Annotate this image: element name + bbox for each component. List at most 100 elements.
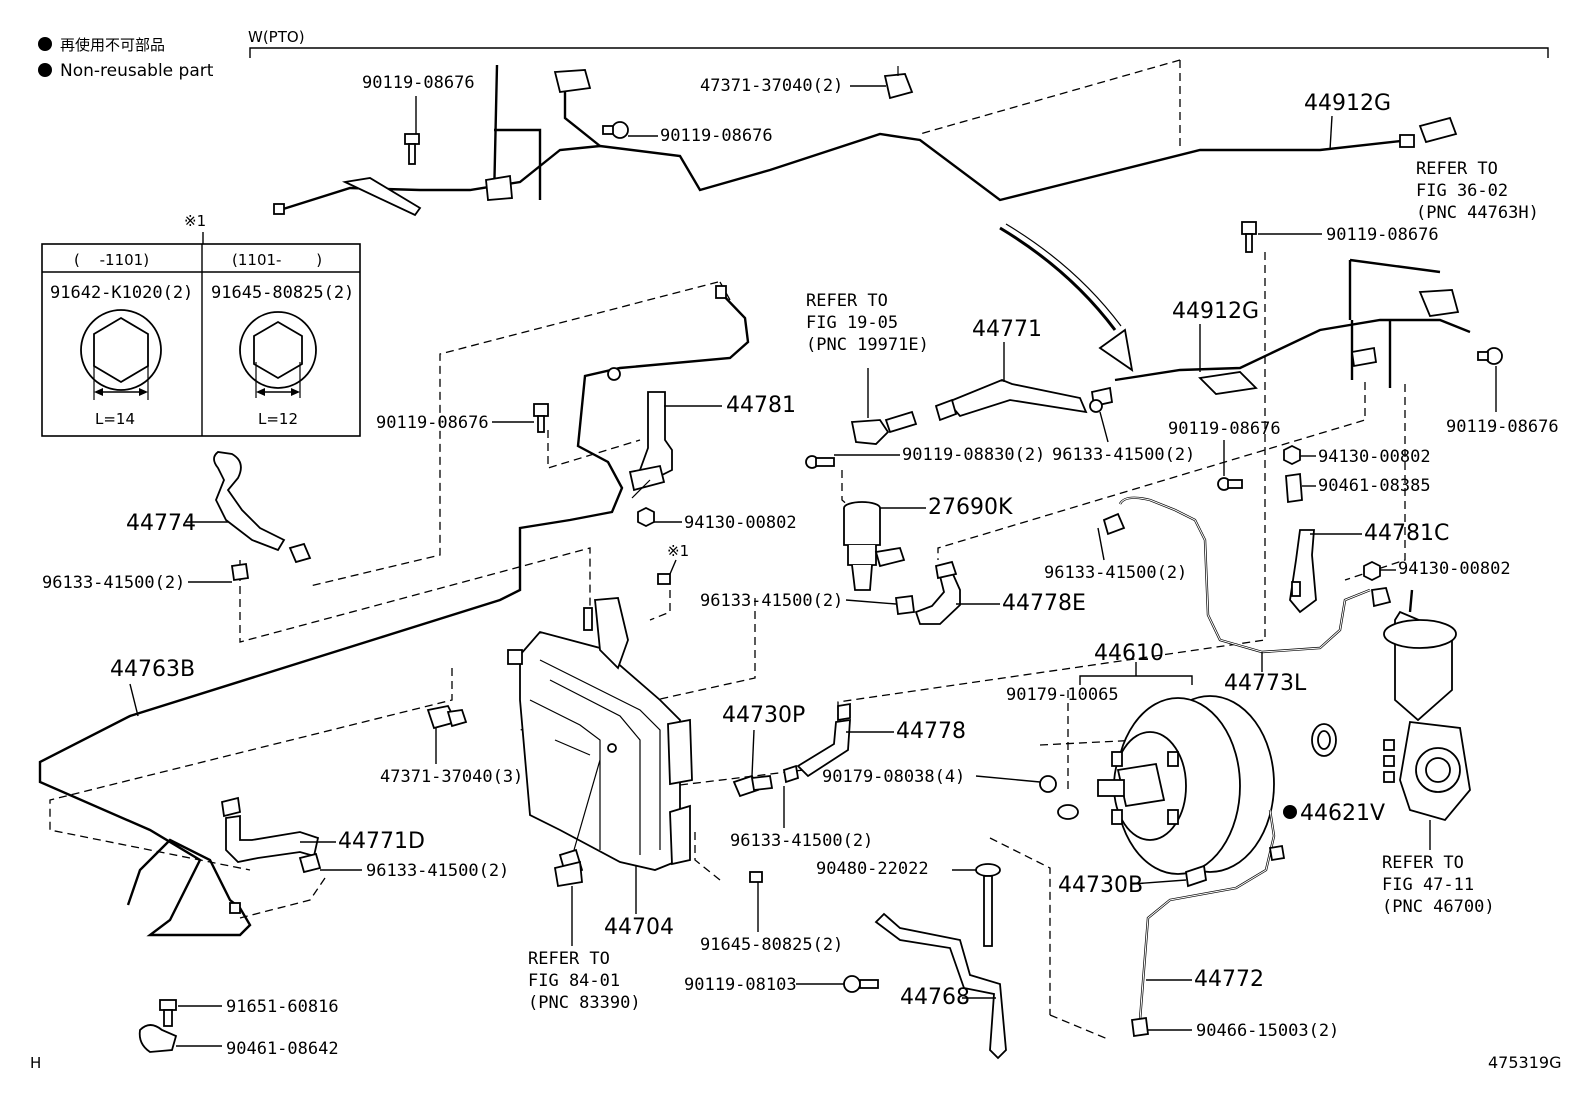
bolt-icon: [602, 121, 629, 139]
hose-44771: [934, 379, 1114, 422]
label-44771: 44771: [972, 317, 1042, 342]
refer-36-line1: REFER TO: [1416, 159, 1498, 179]
label-90119-08676: 90119-08676: [1326, 225, 1439, 245]
clamp-icon: [138, 1024, 178, 1053]
clip-icon: [883, 66, 914, 100]
label-44772: 44772: [1194, 967, 1264, 992]
inset-col2-part: 91645-80825(2): [211, 283, 354, 303]
label-90119-08676: 90119-08676: [1446, 417, 1559, 437]
hose-44772: [1130, 809, 1286, 1038]
callouts: 90119-08676 47371-37040(2) 90119-08676 4…: [30, 73, 1561, 1072]
inset-col1-dim: L=14: [95, 410, 135, 428]
non-reusable-dot-icon: [38, 37, 52, 51]
hose-44773l: [1102, 496, 1392, 654]
hose-end-44763h: [1418, 116, 1458, 144]
bolt-icon: [749, 871, 763, 883]
label-94130-00802: 94130-00802: [1318, 447, 1431, 467]
clip-47371: [426, 704, 468, 730]
flange-bolt-small-icon: [239, 311, 317, 398]
drawing-number: 475319G: [1488, 1053, 1561, 1072]
hose-44778e: [894, 560, 961, 625]
label-90119-08676: 90119-08676: [362, 73, 475, 93]
bracket-44768: [874, 863, 1007, 1060]
refer-84-line1: REFER TO: [528, 949, 610, 969]
bolt-icon: [805, 455, 835, 469]
label-90461-08385: 90461-08385: [1318, 476, 1431, 496]
label-96133-41500-2: 96133-41500(2): [700, 591, 843, 611]
label-44704: 44704: [604, 915, 674, 940]
booster-leader: [1079, 675, 1193, 685]
bolt-icon: [843, 975, 879, 993]
bolt-icon: [533, 403, 549, 433]
label-44912g: 44912G: [1172, 299, 1259, 324]
label-44730b: 44730B: [1058, 873, 1143, 898]
bolt-icon: [159, 999, 177, 1027]
nut-icon: [1283, 444, 1301, 466]
grommet-icon: [1057, 804, 1079, 820]
label-96133-41500-2: 96133-41500(2): [1052, 445, 1195, 465]
label-44773l: 44773L: [1224, 671, 1307, 696]
check-valve-44730p: [732, 774, 774, 798]
refer-19-line3: (PNC 19971E): [806, 335, 929, 355]
label-44778: 44778: [896, 719, 966, 744]
inset-col1-part: 91642-K1020(2): [50, 283, 193, 303]
inset-mark: ※1: [184, 212, 206, 230]
label-44763b: 44763B: [110, 657, 195, 682]
bolt-icon: [1241, 221, 1257, 253]
label-94130-00802: 94130-00802: [1398, 559, 1511, 579]
nut-icon: [637, 506, 655, 528]
reservoir-tank-44704: [507, 597, 693, 871]
bracket-44781c: [1285, 472, 1317, 614]
label-mark-1: ※1: [667, 542, 689, 560]
check-valve-44730b: [1185, 864, 1207, 888]
label-90480-22022: 90480-22022: [816, 859, 929, 879]
refer-36-line3: (PNC 44763H): [1416, 203, 1539, 223]
refer-47-line2: FIG 47-11: [1382, 875, 1474, 895]
legend-en: Non-reusable part: [60, 61, 214, 81]
inset-col2-dim: L=12: [258, 410, 298, 428]
label-44771d: 44771D: [338, 829, 425, 854]
inset-table: ※1 ( -1101) (1101- ) 91642-K1020(2) 9164…: [41, 212, 361, 437]
label-90119-08103: 90119-08103: [684, 975, 797, 995]
label-44730p: 44730P: [722, 703, 805, 728]
label-47371-37040-2: 47371-37040(2): [700, 76, 843, 96]
bolt-icon: [404, 133, 420, 165]
label-27690k: 27690K: [928, 495, 1013, 520]
inset-col1-range: ( -1101): [74, 251, 149, 269]
vacuum-switching-valve: [843, 501, 906, 591]
label-44621v: 44621V: [1300, 801, 1385, 826]
hose-44774: [213, 451, 312, 582]
label-90179-10065: 90179-10065: [1006, 685, 1119, 705]
refer-36-line2: FIG 36-02: [1416, 181, 1508, 201]
pipe-44912g-right: [1114, 258, 1471, 395]
label-90179-08038-4: 90179-08038(4): [822, 767, 965, 787]
seal-44621v: [1311, 723, 1337, 757]
refer-19-line1: REFER TO: [806, 291, 888, 311]
label-96133-41500-2: 96133-41500(2): [1044, 563, 1187, 583]
refer-47-line1: REFER TO: [1382, 853, 1464, 873]
bolt-icon: [657, 573, 671, 585]
label-90119-08676: 90119-08676: [660, 126, 773, 146]
label-90119-08830-2: 90119-08830(2): [902, 445, 1045, 465]
master-cylinder: [1383, 589, 1471, 822]
label-44781: 44781: [726, 393, 796, 418]
label-96133-41500-2: 96133-41500(2): [42, 573, 185, 593]
label-94130-00802: 94130-00802: [684, 513, 797, 533]
label-96133-41500-2: 96133-41500(2): [730, 831, 873, 851]
brake-booster-44610: [1097, 695, 1275, 875]
pipe-44912g-top: [273, 64, 1415, 217]
label-44774: 44774: [126, 511, 196, 536]
non-reusable-dot-icon: [1283, 805, 1297, 819]
label-90119-08676: 90119-08676: [1168, 419, 1281, 439]
pipe-44763b: [38, 285, 750, 937]
label-90466-15003-2: 90466-15003(2): [1196, 1021, 1339, 1041]
hose-44778: [782, 702, 851, 784]
inset-col2-range: (1101- ): [232, 251, 322, 269]
label-91651-60816: 91651-60816: [226, 997, 339, 1017]
refer-84-line3: (PNC 83390): [528, 993, 641, 1013]
label-44768: 44768: [900, 985, 970, 1010]
dashed-leaders: [49, 59, 1406, 1041]
variant-label: W(PTO): [248, 28, 305, 46]
legend-jp: 再使用不可部品: [60, 36, 165, 54]
